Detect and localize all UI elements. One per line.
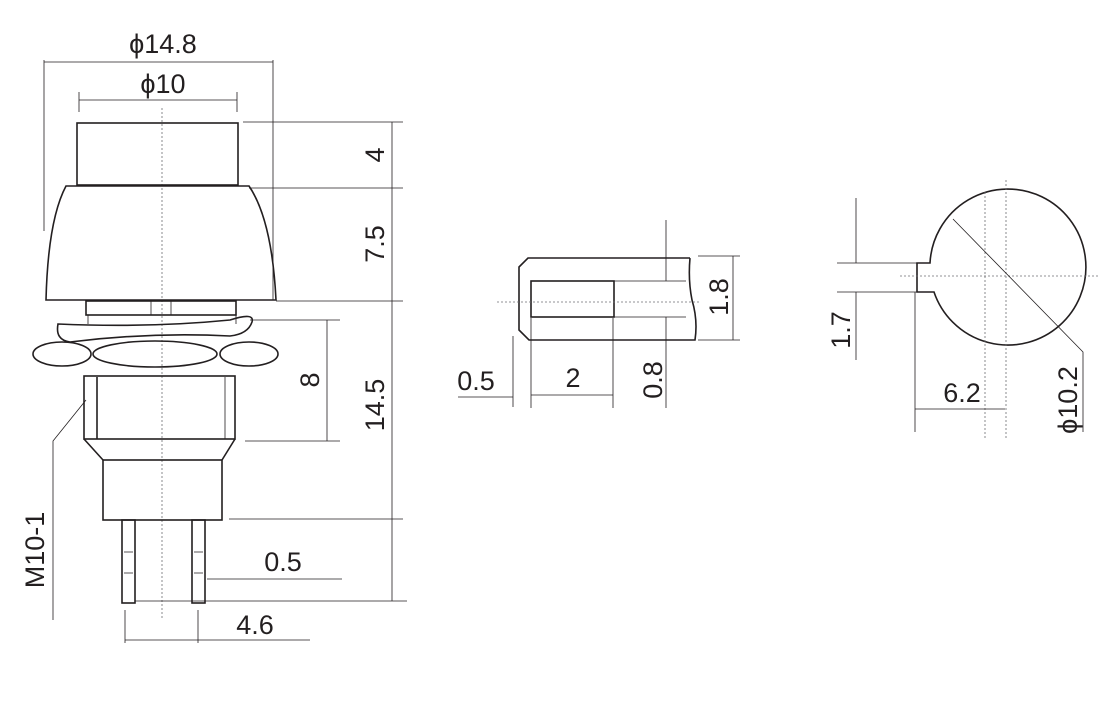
label-outer-diameter: ϕ14.8: [129, 29, 197, 59]
cutout-outline: [916, 188, 1087, 346]
label-thread-spec: M10-1: [20, 512, 50, 589]
panel-cutout-view: ϕ10.2 1.7 6.2: [826, 180, 1100, 440]
dim-key-width: [837, 198, 917, 360]
dim-cap-diameter: [78, 92, 238, 112]
right-pin: [191, 519, 206, 604]
label-bushing-length: 14.5: [360, 379, 390, 432]
dim-outer-diameter: [43, 60, 274, 300]
label-thread-length: 8: [295, 372, 325, 387]
label-terminal-width: 1.8: [704, 278, 734, 316]
dim-thread-length: [245, 319, 340, 442]
threaded-bushing: [83, 375, 236, 440]
nut-center: [92, 340, 218, 368]
washer-band: [85, 300, 237, 316]
switch-housing: [102, 459, 223, 521]
dim-heights: [135, 121, 407, 602]
dim-edge-offset: [458, 336, 514, 407]
label-hole-diameter: ϕ10.2: [1053, 366, 1083, 434]
chamfer: [83, 438, 236, 461]
terminal-slot: [530, 280, 615, 318]
label-pin-spacing: 4.6: [236, 610, 274, 640]
label-pin-thickness: 0.5: [264, 547, 302, 577]
lock-washer: [56, 315, 254, 343]
label-key-width: 1.7: [826, 311, 856, 349]
button-body: [45, 185, 277, 301]
label-cap-diameter: ϕ10: [140, 69, 185, 99]
terminal-view: 1.8 0.8 0.5 2: [457, 220, 740, 408]
label-body-height: 7.5: [360, 225, 390, 263]
thread-leader: [52, 399, 87, 620]
dim-pin-spacing: [124, 610, 310, 643]
pin-marks: [124, 551, 203, 574]
nut-left-lobe: [32, 341, 92, 367]
button-cap: [76, 122, 239, 186]
label-edge-offset: 0.5: [457, 366, 495, 396]
dim-hole-diameter: [952, 218, 1084, 432]
label-cap-height: 4: [360, 147, 390, 162]
terminal-outline: [518, 257, 697, 341]
label-key-depth: 6.2: [943, 378, 981, 408]
left-pin: [121, 519, 136, 604]
dim-slot-length: [530, 318, 614, 408]
dim-terminal-width: [698, 255, 740, 341]
side-view: ϕ14.8 ϕ10 4 7.5 14.5 8 M10-1 0.5 4.6: [20, 29, 407, 643]
bushing-top: [87, 315, 237, 324]
dim-key-depth: [914, 292, 1005, 432]
nut-right-lobe: [219, 341, 279, 367]
label-slot-width: 0.8: [638, 361, 668, 399]
label-slot-length: 2: [565, 363, 580, 393]
slot-extension: [614, 280, 686, 318]
